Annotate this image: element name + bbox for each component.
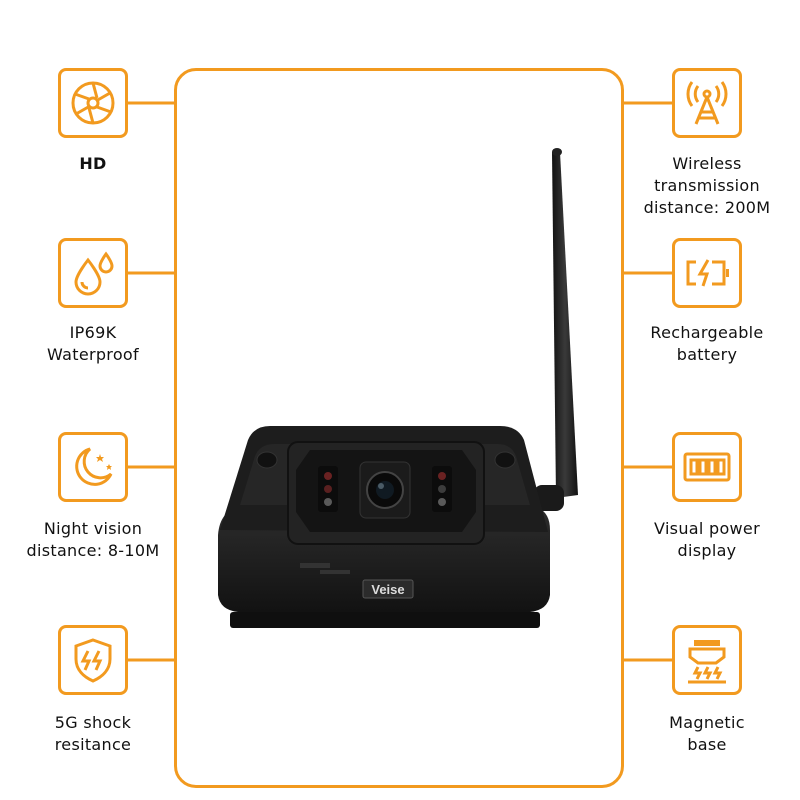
- feature-label-shock: 5G shock resitance: [3, 712, 183, 756]
- shield-shock-icon: [58, 625, 128, 695]
- label-line: distance: 8-10M: [26, 541, 160, 560]
- label-line: Visual power: [654, 519, 760, 538]
- power-level-icon: [672, 432, 742, 502]
- label-line: battery: [676, 345, 738, 364]
- feature-label-waterproof: IP69K Waterproof: [3, 322, 183, 366]
- label-line: transmission: [654, 176, 760, 195]
- label-line: Magnetic: [669, 713, 745, 732]
- antenna-tower-icon: [672, 68, 742, 138]
- label-line: Wireless: [672, 154, 742, 173]
- label-line: base: [687, 735, 727, 754]
- label-line: resitance: [54, 735, 132, 754]
- water-drops-icon: [58, 238, 128, 308]
- aperture-icon: [58, 68, 128, 138]
- label-line: distance: 200M: [643, 198, 771, 217]
- feature-label-wireless: Wireless transmission distance: 200M: [617, 153, 797, 219]
- label-line: Rechargeable: [650, 323, 764, 342]
- feature-label-battery: Rechargeable battery: [617, 322, 797, 366]
- label-line: 5G shock: [54, 713, 132, 732]
- feature-label-magnetic: Magnetic base: [617, 712, 797, 756]
- feature-label-power-display: Visual power display: [617, 518, 797, 562]
- brand-logo: Veise: [371, 582, 404, 597]
- label-line: HD: [79, 154, 107, 173]
- battery-charging-icon: [672, 238, 742, 308]
- wireless-camera-device: Veise: [218, 148, 578, 628]
- magnetic-base-icon: [672, 625, 742, 695]
- label-line: IP69K: [69, 323, 117, 342]
- feature-label-hd: HD: [3, 153, 183, 175]
- label-line: Night vision: [43, 519, 143, 538]
- moon-stars-icon: [58, 432, 128, 502]
- label-line: display: [677, 541, 737, 560]
- label-line: Waterproof: [47, 345, 139, 364]
- feature-label-night-vision: Night vision distance: 8-10M: [3, 518, 183, 562]
